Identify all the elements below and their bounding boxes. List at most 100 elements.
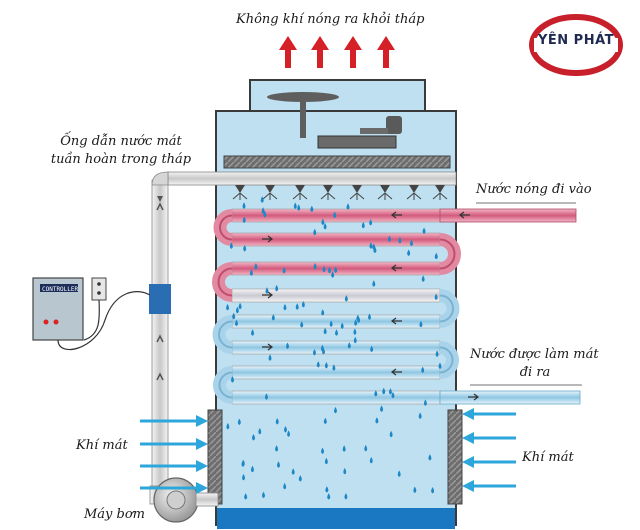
water-drop bbox=[226, 422, 230, 430]
water-basin bbox=[217, 508, 455, 529]
water-drop bbox=[293, 202, 297, 209]
water-drop bbox=[232, 312, 236, 320]
water-drop bbox=[323, 223, 327, 230]
water-drop bbox=[321, 218, 325, 226]
cool-air-arrows bbox=[140, 408, 516, 494]
water-drop bbox=[327, 493, 331, 500]
coil-bend-core bbox=[218, 320, 233, 349]
water-drop bbox=[229, 242, 233, 249]
water-drop bbox=[242, 473, 246, 481]
water-drop bbox=[226, 303, 230, 311]
spray-jet bbox=[320, 192, 336, 200]
coil-bend-core bbox=[439, 238, 456, 270]
coil-bend-core bbox=[439, 346, 454, 374]
water-drop bbox=[328, 266, 332, 274]
water-drop bbox=[370, 345, 374, 353]
water-drop bbox=[243, 244, 247, 252]
controller-panel-label: CONTROLLER bbox=[42, 286, 79, 293]
water-drop bbox=[434, 252, 438, 260]
label-cooled-water-line2: đi ra bbox=[519, 365, 551, 380]
cool-air-arrow-head bbox=[462, 480, 474, 492]
water-drop bbox=[261, 207, 265, 214]
coil-bend-core bbox=[218, 371, 233, 399]
water-drop bbox=[286, 342, 290, 349]
flow-arrow-left bbox=[459, 211, 470, 219]
air-inlet-louver-left bbox=[207, 409, 223, 505]
water-drop bbox=[407, 249, 411, 257]
yen-phat-logo-icon bbox=[529, 14, 623, 76]
water-drop bbox=[313, 262, 317, 270]
water-drop bbox=[380, 405, 384, 412]
water-drop bbox=[316, 361, 320, 368]
water-drop bbox=[291, 468, 295, 475]
label-cool-air-right: Khí mát bbox=[522, 450, 574, 465]
heat-exchange-coil bbox=[212, 208, 461, 405]
coil-tube bbox=[231, 390, 441, 405]
cool-air-arrow-head bbox=[196, 460, 208, 472]
spray-nozzle bbox=[265, 185, 275, 193]
flow-arrow-left bbox=[391, 317, 402, 325]
water-drop bbox=[254, 263, 258, 270]
hot-air-arrow-head bbox=[377, 36, 395, 50]
flow-arrow-left bbox=[391, 211, 402, 219]
water-drop bbox=[421, 366, 425, 374]
spray-jet bbox=[292, 192, 308, 200]
label-pipe-line2: tuần hoàn trong tháp bbox=[50, 152, 192, 167]
spray-jet bbox=[262, 192, 278, 200]
coil-bend-core bbox=[217, 267, 233, 297]
water-drop bbox=[250, 465, 254, 473]
water-drop bbox=[431, 486, 435, 494]
water-drop bbox=[271, 314, 275, 321]
spray-header-pipe bbox=[167, 171, 457, 186]
spray-jet bbox=[232, 192, 248, 200]
label-hot-water-in: Nước nóng đi vào bbox=[476, 182, 592, 197]
air-inlet-louver-right bbox=[447, 409, 463, 505]
water-drop bbox=[258, 427, 262, 435]
water-drop bbox=[260, 196, 264, 203]
water-drop bbox=[251, 329, 255, 336]
water-drop bbox=[382, 387, 386, 395]
water-drop bbox=[344, 295, 348, 302]
spray-nozzle bbox=[380, 185, 390, 193]
water-drop bbox=[347, 342, 351, 349]
water-drop bbox=[423, 399, 427, 406]
cool-air-arrow-head bbox=[462, 456, 474, 468]
water-drop bbox=[321, 447, 325, 455]
spray-nozzles bbox=[232, 185, 448, 200]
water-drop bbox=[354, 319, 358, 326]
water-drop bbox=[325, 486, 329, 493]
flow-direction-arrows bbox=[262, 211, 479, 401]
water-drop bbox=[244, 493, 248, 500]
label-cool-air-left: Khí mát bbox=[76, 438, 128, 453]
label-hot-air-out: Không khí nóng ra khỏi tháp bbox=[236, 12, 425, 27]
water-drop bbox=[434, 293, 438, 300]
water-drop bbox=[323, 327, 327, 335]
spray-nozzle bbox=[235, 185, 245, 193]
coil-tube bbox=[231, 314, 441, 329]
label-cooled-water-line1: Nước được làm mát bbox=[470, 347, 599, 362]
cooled-water-outlet-pipe bbox=[439, 390, 581, 405]
water-drop bbox=[283, 425, 287, 433]
water-drop bbox=[298, 475, 302, 482]
water-drop bbox=[373, 246, 377, 254]
coil-bend-core bbox=[219, 214, 233, 241]
water-drop bbox=[356, 314, 360, 322]
flow-arrow-left bbox=[391, 264, 402, 272]
drift-eliminator bbox=[223, 155, 451, 169]
water-drop bbox=[340, 322, 344, 329]
water-drop bbox=[313, 228, 317, 236]
water-drop bbox=[329, 320, 333, 327]
water-drop bbox=[428, 454, 432, 461]
water-drop bbox=[421, 275, 425, 282]
coil-bend-core bbox=[439, 294, 454, 323]
water-drop bbox=[238, 302, 242, 310]
water-drop bbox=[264, 393, 268, 400]
water-drop bbox=[364, 444, 368, 452]
water-drop bbox=[397, 470, 401, 477]
spray-nozzle bbox=[409, 185, 419, 193]
flow-arrow-right bbox=[468, 393, 479, 401]
flow-arrow-right bbox=[262, 343, 273, 351]
water-drop bbox=[275, 445, 279, 452]
coil-tube bbox=[231, 365, 441, 380]
water-drop bbox=[237, 418, 241, 425]
